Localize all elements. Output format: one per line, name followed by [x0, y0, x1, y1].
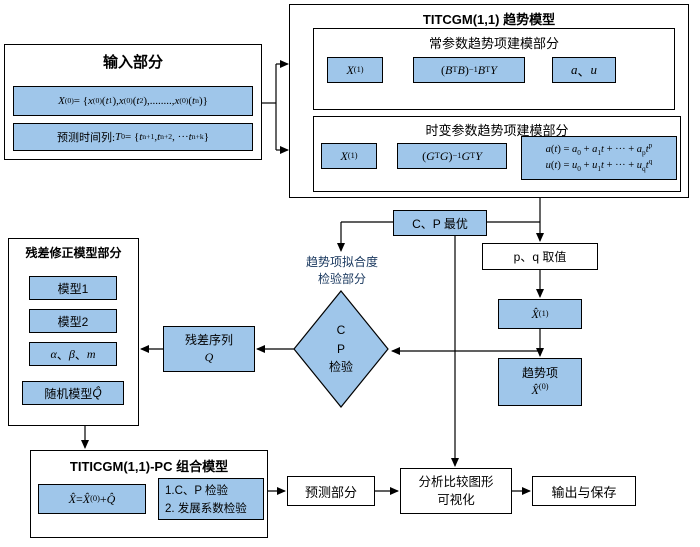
cp-test-line1: C [336, 323, 346, 338]
residual-model-item: 模型2 [29, 309, 117, 333]
cp-test-line3: 检验 [328, 360, 353, 375]
output-box: 输出与保存 [532, 476, 636, 506]
const-params-box: a、u [552, 57, 616, 83]
combined-tests-line1: 1.C、P 检验 [165, 485, 229, 497]
residual-model-item: α、β、m [29, 342, 117, 366]
analysis-line2: 可视化 [437, 493, 475, 507]
trend-term-label: 趋势项 [521, 365, 558, 380]
tv-formula-a: a(t) = a0 + a1t + ··· + aptp [545, 140, 653, 158]
combined-tests-line2: 2. 发展系数检验 [165, 503, 247, 516]
combined-model-title: TITICGM(1,1)-PC 组合模型 [69, 459, 229, 474]
fit-test-label: 趋势项拟合度 检验部分 [286, 253, 398, 289]
predict-box: 预测部分 [287, 476, 375, 506]
analysis-box: 分析比较图形 可视化 [400, 468, 512, 514]
trend-model-title: TITCGM(1,1) 趋势模型 [422, 12, 556, 27]
pq-value-box: p、q 取值 [482, 243, 598, 270]
combined-tests-box: 1.C、P 检验 2. 发展系数检验 [158, 478, 264, 520]
fit-test-line1: 趋势项拟合度 [305, 254, 378, 269]
trend-term-box: 趋势项 X̂(0) [498, 358, 582, 406]
cp-optimal-label: C、P 最优 [393, 210, 487, 236]
residual-model-title: 残差修正模型部分 [25, 246, 122, 260]
tv-x1-box: X(1) [321, 143, 377, 169]
input-title: 输入部分 [102, 54, 163, 71]
combined-formula-box: X̂ = X̂(0) + Q̂ [38, 484, 146, 514]
cp-test-line2: P [336, 341, 345, 356]
residual-seq-symbol: Q [204, 350, 214, 364]
analysis-line1: 分析比较图形 [418, 474, 494, 489]
tv-formula-box: a(t) = a0 + a1t + ··· + aptp u(t) = u0 +… [521, 136, 677, 180]
residual-model-item: 模型1 [29, 276, 117, 300]
const-param-title: 常参数趋势项建模部分 [428, 36, 559, 51]
tv-param-title: 时变参数趋势项建模部分 [425, 123, 569, 138]
fit-test-line2: 检验部分 [317, 272, 366, 286]
residual-seq-label: 残差序列 [184, 332, 233, 347]
const-x1-box: X(1) [327, 57, 383, 83]
trend-term-formula: X̂(0) [531, 382, 549, 397]
cp-test-text: C P 检验 [311, 303, 371, 395]
residual-sequence-box: 残差序列 Q [163, 326, 255, 372]
tv-formula-u: u(t) = u0 + u1t + ··· + uqtq [545, 156, 653, 174]
cp-test-diamond [293, 290, 389, 408]
xhat1-box: X̂(1) [498, 299, 582, 329]
